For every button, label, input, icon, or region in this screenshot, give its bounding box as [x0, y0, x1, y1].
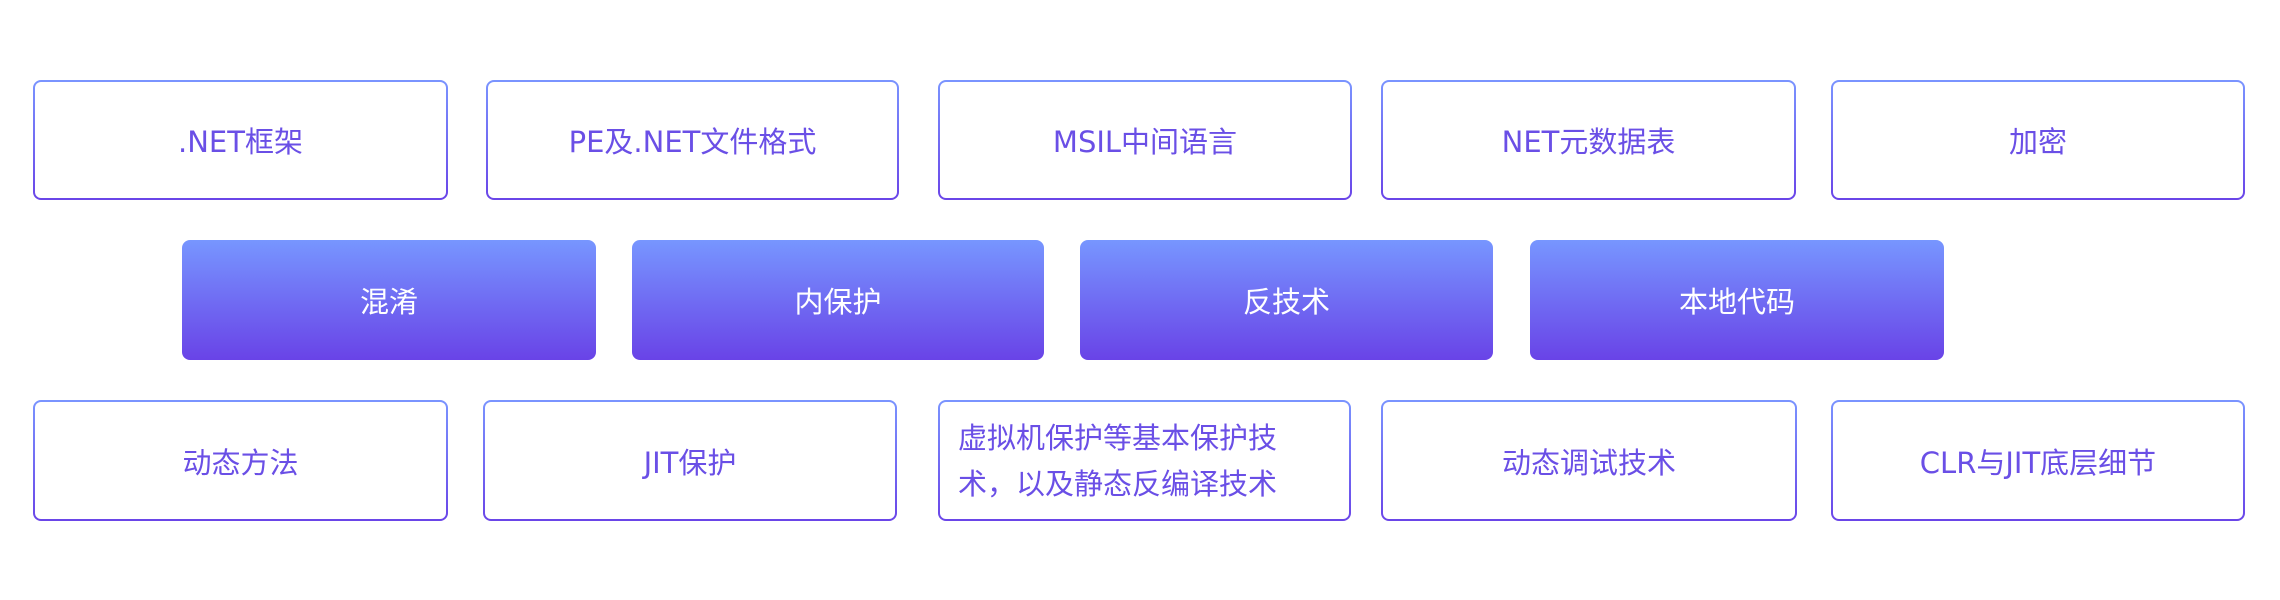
topic-label: 加密	[2008, 125, 2067, 159]
topic-dotnet-framework: .NET框架	[33, 80, 448, 200]
topic-label: PE及.NET文件格式	[568, 125, 817, 159]
topic-obfuscation: 混淆	[182, 240, 596, 360]
topic-label: .NET框架	[178, 125, 303, 159]
topic-label: 动态方法	[182, 445, 299, 480]
topic-label: 内保护	[794, 285, 882, 319]
topic-label: JIT保护	[643, 445, 737, 480]
topic-pe-file-format: PE及.NET文件格式	[486, 80, 899, 200]
topic-native-code: 本地代码	[1530, 240, 1944, 360]
topic-internal-protection: 内保护	[632, 240, 1044, 360]
topic-label: 本地代码	[1678, 285, 1795, 319]
topic-clr-jit-internals: CLR与JIT底层细节	[1831, 400, 2245, 521]
topic-dynamic-debugging: 动态调试技术	[1381, 400, 1797, 521]
topic-label: 混淆	[359, 285, 418, 319]
topic-label: NET元数据表	[1501, 125, 1676, 159]
topic-dynamic-methods: 动态方法	[33, 400, 448, 521]
topic-metadata-tables: NET元数据表	[1381, 80, 1796, 200]
topic-encryption: 加密	[1831, 80, 2245, 200]
topic-label: CLR与JIT底层细节	[1919, 445, 2157, 480]
topic-msil: MSIL中间语言	[938, 80, 1352, 200]
topic-vm-protection: 虚拟机保护等基本保护技术，以及静态反编译技术	[938, 400, 1351, 521]
topic-anti-techniques: 反技术	[1080, 240, 1493, 360]
topic-label: 反技术	[1242, 285, 1330, 319]
topic-label: MSIL中间语言	[1052, 125, 1238, 159]
topic-label: 动态调试技术	[1501, 445, 1676, 480]
topic-label: 虚拟机保护等基本保护技术，以及静态反编译技术	[958, 420, 1278, 501]
topic-jit-protection: JIT保护	[483, 400, 897, 521]
